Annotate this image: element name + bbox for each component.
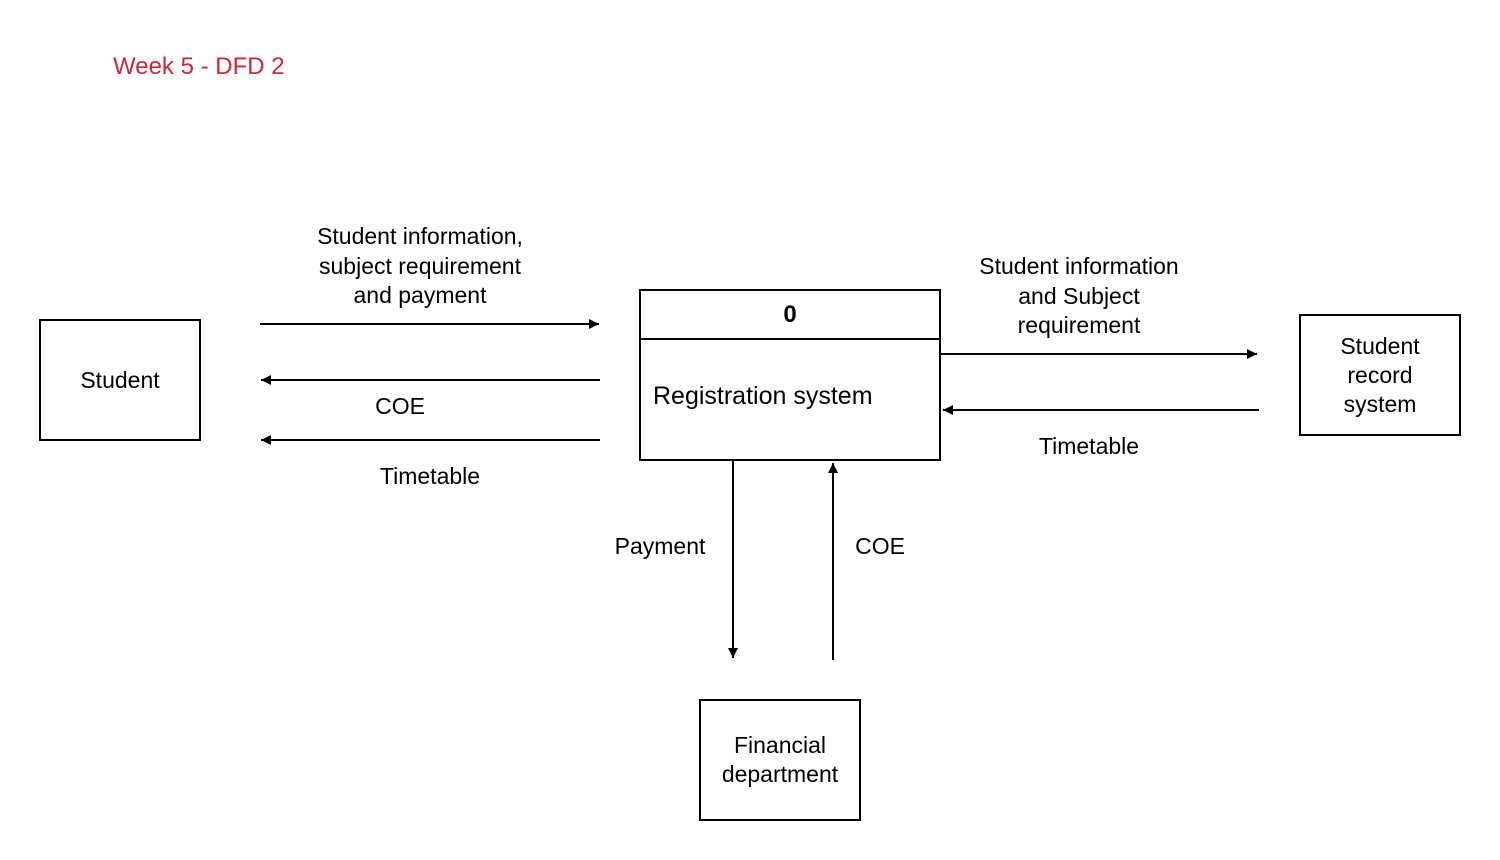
- entity-student-label: Student: [80, 366, 160, 393]
- flow-label-record-to-system-timetable: Timetable: [1038, 433, 1140, 459]
- flow-label-line: requirement: [1017, 312, 1141, 338]
- flow-label-line: and payment: [353, 282, 487, 308]
- entity-financial-department: Financial department: [699, 699, 861, 821]
- flow-label-system-to-student-coe: COE: [375, 393, 425, 419]
- flow-label-system-to-student-timetable: Timetable: [379, 463, 481, 489]
- entity-record-line: record: [1347, 361, 1413, 388]
- flow-label-line: Student information,: [317, 223, 523, 249]
- entity-finance-line: department: [721, 761, 839, 787]
- process-id: 0: [641, 291, 939, 340]
- flow-label-system-to-finance-payment: Payment: [614, 533, 706, 559]
- entity-record-line: system: [1343, 390, 1417, 417]
- flow-label-line: and Subject: [1018, 282, 1140, 309]
- entity-student-record-system: Student record system: [1299, 314, 1461, 436]
- flow-label-system-to-record: Student information and Subject requirem…: [959, 252, 1199, 341]
- flow-label-line: Student information: [979, 253, 1179, 279]
- entity-record-line: Student: [1340, 332, 1420, 359]
- process-name: Registration system: [653, 382, 873, 410]
- flow-label-finance-to-system-coe: COE: [855, 533, 905, 559]
- entity-finance-line: Financial: [733, 732, 827, 758]
- flow-label-student-to-system: Student information, subject requirement…: [300, 222, 540, 311]
- diagram-title: Week 5 - DFD 2: [113, 53, 285, 80]
- flow-label-line: subject requirement: [319, 252, 521, 279]
- process-registration-system: 0 Registration system: [639, 289, 941, 461]
- entity-student: Student: [39, 319, 201, 441]
